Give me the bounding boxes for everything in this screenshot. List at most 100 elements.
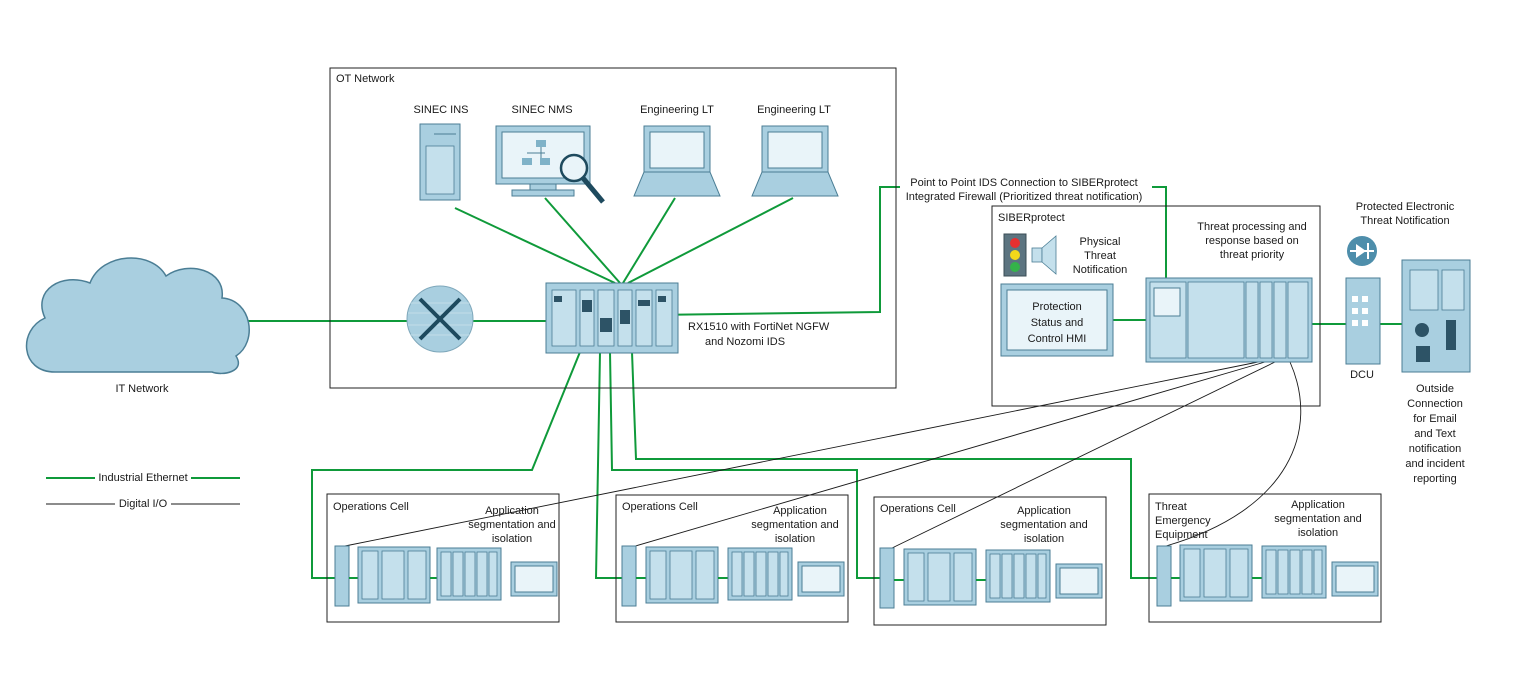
hmi-panel-icon: [510, 561, 558, 597]
cell-3-title: Operations Cell: [880, 503, 956, 515]
cell-3-seg-3: isolation: [1024, 533, 1064, 545]
cell-1-title: Operations Cell: [333, 501, 409, 513]
operations-cell-2: Operations Cell Application segmentation…: [615, 494, 849, 623]
cell-2-seg-1: Application: [773, 505, 827, 517]
eth-cell4: [631, 351, 1157, 579]
plc-rack-icon: [645, 546, 719, 604]
cell-2-title: Operations Cell: [622, 501, 698, 513]
physical-notification-3: Notification: [1073, 264, 1127, 276]
cell-4-title-3: Equipment: [1155, 529, 1208, 541]
eth-cell3: [609, 351, 880, 579]
outside-connection-2: Connection: [1407, 398, 1463, 410]
traffic-light-icon: [1003, 233, 1027, 277]
dio-cell1: [344, 361, 1259, 547]
cell-4-seg-1: Application: [1291, 499, 1345, 511]
plc-rack-icon: [1179, 544, 1253, 602]
hmi-text-3: Control HMI: [1028, 333, 1087, 345]
rx1510-label-2: and Nozomi IDS: [705, 336, 785, 348]
hmi-panel-icon: [1055, 563, 1103, 599]
threat-processing-1: Threat processing and: [1197, 221, 1306, 233]
laptop-icon: [633, 125, 721, 197]
router-icon: [406, 285, 474, 353]
eng-lt-2-label: Engineering LT: [757, 104, 831, 116]
hmi-panel-icon: [797, 561, 845, 597]
cell-3-seg-2: segmentation and: [1000, 519, 1087, 531]
dio-cell4: [1165, 361, 1302, 547]
cell-1-seg-1: Application: [485, 505, 539, 517]
eth-lt2: [627, 197, 794, 284]
hmi-panel-icon: [1000, 283, 1114, 357]
cell-2-seg-2: segmentation and: [751, 519, 838, 531]
switch-icon: [334, 545, 350, 607]
sinec-nms-label: SINEC NMS: [511, 104, 572, 116]
eth-lt1: [622, 197, 676, 284]
hmi-text-1: Protection: [1032, 301, 1082, 313]
cloud-icon: [25, 257, 250, 375]
plc-rack-icon: [1145, 277, 1313, 363]
eth-ids-p2p: [651, 186, 1167, 316]
switch-icon: [621, 545, 637, 607]
plc-rack-icon: [357, 546, 431, 604]
eth-cell1: [311, 351, 581, 579]
cell-4-title-2: Emergency: [1155, 515, 1211, 527]
rx1510-label-1: RX1510 with FortiNet NGFW: [688, 321, 830, 333]
physical-notification-2: Threat: [1084, 250, 1116, 262]
operations-cell-1: Operations Cell Application segmentation…: [326, 493, 560, 623]
siberprotect-title: SIBERprotect: [998, 212, 1065, 224]
io-module-icon: [727, 547, 793, 601]
ids-connection-label-1: Point to Point IDS Connection to SIBERpr…: [910, 177, 1137, 189]
eth-cell2: [594, 351, 622, 579]
it-network-label: IT Network: [116, 383, 169, 395]
ids-connection-label-2: Integrated Firewall (Prioritized threat …: [906, 191, 1143, 203]
outside-connection-6: and incident: [1405, 458, 1464, 470]
hmi-panel-icon: [1331, 561, 1379, 597]
network-monitor-icon: [495, 125, 605, 204]
digital-io-links: [46, 361, 1302, 550]
eth-ins: [454, 207, 616, 284]
speaker-icon: [1031, 235, 1057, 275]
cell-1-seg-2: segmentation and: [468, 519, 555, 531]
outside-connection-1: Outside: [1416, 383, 1454, 395]
firewall-module-icon: [545, 282, 679, 354]
plc-rack-icon: [903, 548, 977, 606]
cell-3-seg-1: Application: [1017, 505, 1071, 517]
data-diode-icon: [1347, 236, 1377, 266]
outside-connection-5: notification: [1409, 443, 1462, 455]
io-module-icon: [436, 547, 502, 601]
legend-digital-label: Digital I/O: [119, 498, 168, 510]
protected-notification-1: Protected Electronic: [1356, 201, 1455, 213]
operations-cell-3: Operations Cell Application segmentation…: [873, 496, 1107, 626]
hmi-text-2: Status and: [1031, 317, 1084, 329]
outside-connection-7: reporting: [1413, 473, 1456, 485]
cell-4-seg-3: isolation: [1298, 527, 1338, 539]
physical-notification-1: Physical: [1080, 236, 1121, 248]
outside-connection-3: for Email: [1413, 413, 1456, 425]
ot-network-box: [329, 67, 897, 389]
threat-processing-3: threat priority: [1220, 249, 1285, 261]
switch-icon: [879, 547, 895, 609]
io-module-icon: [985, 549, 1051, 603]
legend-ethernet-label: Industrial Ethernet: [98, 472, 187, 484]
dcu-label: DCU: [1350, 369, 1374, 381]
ot-network-title: OT Network: [336, 73, 395, 85]
cell-4-seg-2: segmentation and: [1274, 513, 1361, 525]
threat-processing-2: response based on: [1205, 235, 1299, 247]
gateway-icon: [1401, 259, 1471, 373]
dio-cell2: [631, 361, 1266, 548]
io-module-icon: [1261, 545, 1327, 599]
cell-1-seg-3: isolation: [492, 533, 532, 545]
threat-emergency-cell: Threat Emergency Equipment Application s…: [1148, 493, 1382, 623]
laptop-icon: [751, 125, 839, 197]
dio-cell3: [889, 361, 1276, 550]
cell-4-title-1: Threat: [1155, 501, 1187, 513]
protected-notification-2: Threat Notification: [1360, 215, 1449, 227]
eng-lt-1-label: Engineering LT: [640, 104, 714, 116]
outside-connection-4: and Text: [1414, 428, 1455, 440]
server-icon: [419, 123, 461, 201]
cell-2-seg-3: isolation: [775, 533, 815, 545]
legend: Industrial Ethernet Digital I/O: [95, 470, 191, 510]
siberprotect-box: [991, 205, 1321, 407]
switch-icon: [1345, 277, 1381, 365]
eth-nms: [544, 197, 621, 284]
